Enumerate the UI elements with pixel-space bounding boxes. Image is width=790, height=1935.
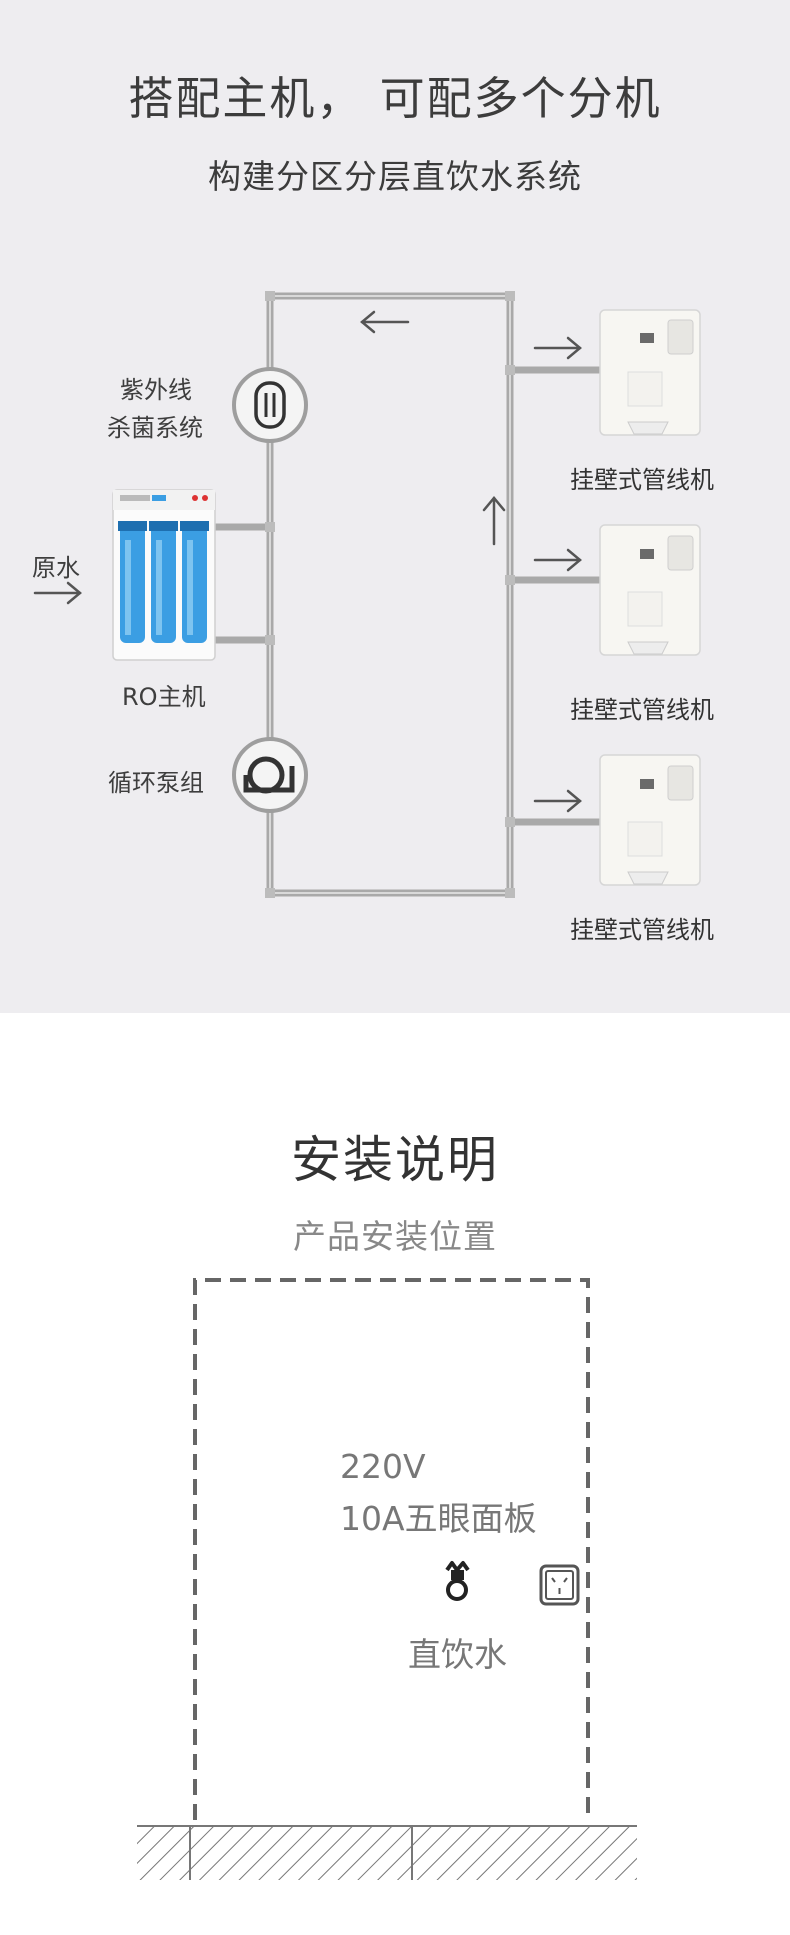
pipe-loop xyxy=(266,292,514,897)
arrow-icon xyxy=(482,496,506,546)
installation-title: 安装说明 xyxy=(291,1131,499,1189)
uv-label-line1: 紫外线 xyxy=(120,376,192,404)
dispenser-image-1 xyxy=(599,309,701,436)
pipe-joints xyxy=(265,291,515,898)
installation-wall-outline xyxy=(193,1278,590,1820)
arrow-icon xyxy=(33,581,82,605)
uv-label-line2: 杀菌系统 xyxy=(107,414,203,442)
arrow-icon xyxy=(533,336,582,360)
dispenser-image-3 xyxy=(599,754,701,886)
page-subtitle: 构建分区分层直饮水系统 xyxy=(208,157,582,196)
pump-label: 循环泵组 xyxy=(108,769,204,797)
pipe-loop-inner xyxy=(269,295,511,894)
dispenser-label-1: 挂壁式管线机 xyxy=(570,466,714,494)
raw-water-label: 原水 xyxy=(32,554,80,582)
uv-sterilizer-icon xyxy=(232,367,308,443)
dispenser-label-2: 挂壁式管线机 xyxy=(570,696,714,724)
power-socket-icon xyxy=(539,1564,580,1606)
flow-arrows xyxy=(33,310,582,813)
outlet-spec-line1: 220V xyxy=(340,1447,426,1486)
ro-unit-label: RO主机 xyxy=(122,683,206,711)
page-title: 搭配主机， 可配多个分机 xyxy=(128,72,662,125)
arrow-icon xyxy=(360,310,410,334)
arrow-icon xyxy=(533,548,582,572)
ro-connection-pipes xyxy=(212,523,270,644)
outlet-spec-line2: 10A五眼面板 xyxy=(340,1499,537,1538)
pump-icon xyxy=(232,737,308,813)
floor-hatch xyxy=(137,1825,637,1880)
dispenser-label-3: 挂壁式管线机 xyxy=(570,916,714,944)
arrow-icon xyxy=(533,789,582,813)
direct-water-label: 直饮水 xyxy=(408,1635,507,1674)
ro-unit-image xyxy=(112,489,216,661)
branch-pipes xyxy=(510,366,600,826)
dispenser-image-2 xyxy=(599,524,701,656)
installation-subtitle: 产品安装位置 xyxy=(293,1217,497,1256)
faucet-icon xyxy=(445,1561,470,1601)
